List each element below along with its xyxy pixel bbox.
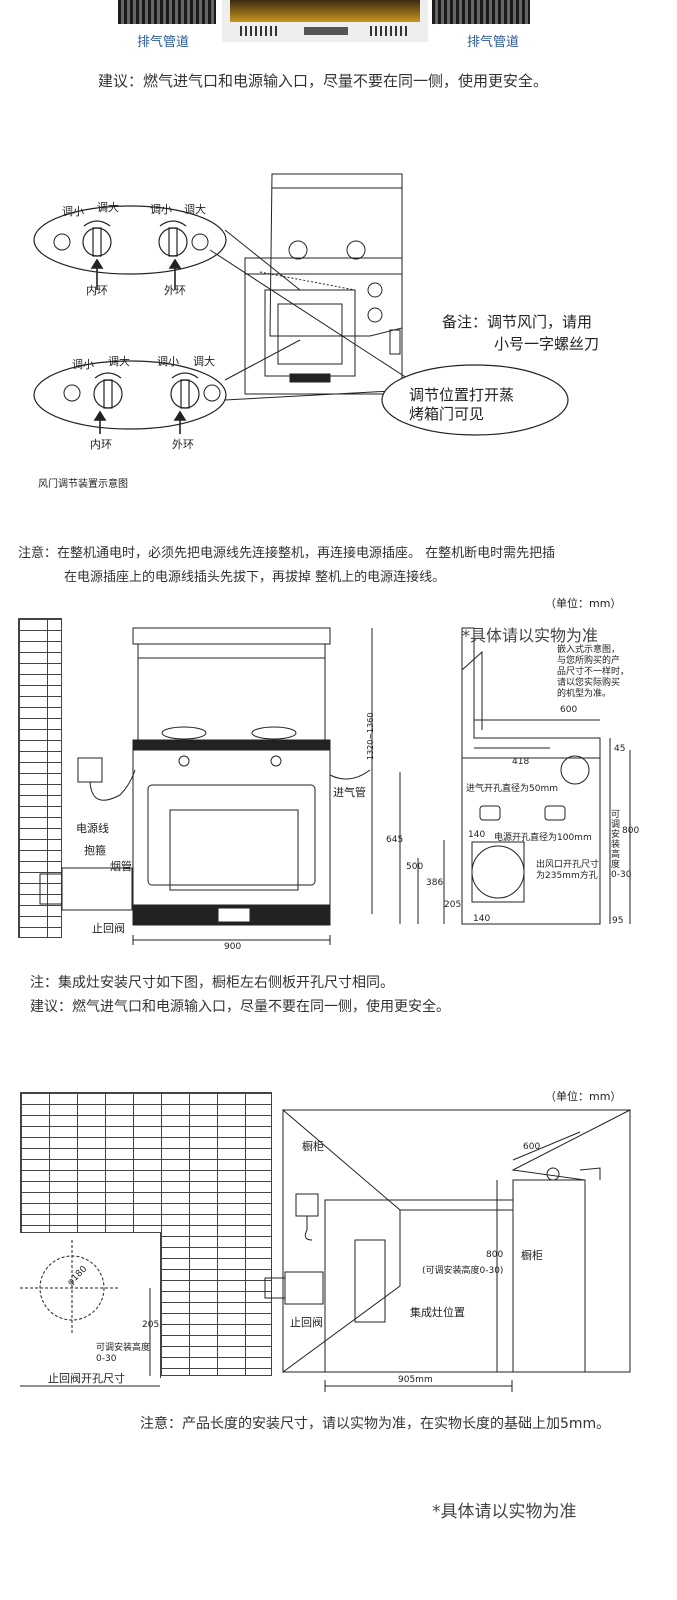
- top-banner: 排气管道 排气管道: [0, 0, 677, 50]
- damper-note: 备注：调节风门，请用: [442, 313, 593, 331]
- dim-600: 600: [560, 705, 578, 715]
- damper-label: 调大: [184, 203, 206, 216]
- clamp-label: 抱箍: [84, 844, 106, 857]
- install-note: 注：集成灶安装尺寸如下图，橱柜左右侧板开孔尺寸相同。: [30, 975, 394, 991]
- cabinet-right: 橱柜: [521, 1249, 543, 1262]
- damper-label: 调小: [150, 203, 172, 216]
- outlet-hole-label: 出风口开孔尺寸 为235mm方孔: [536, 860, 600, 881]
- dim-386: 386: [426, 878, 444, 888]
- left-duct-image: [118, 0, 216, 24]
- damper-caption: 风门调节装置示意图: [38, 479, 128, 490]
- warning-line-1: 注意：在整机通电时，必须先把电源线先连接整机，再连接电源插座。 在整机断电时需先…: [18, 546, 556, 561]
- flue-label: 烟管: [110, 860, 132, 873]
- damper-label: 调大: [97, 201, 119, 214]
- dim-140: 140: [468, 830, 486, 840]
- damper-label: 调大: [193, 355, 215, 368]
- dim-645: 645: [386, 835, 404, 845]
- adjustable-height: 可 调 安 装 高 度 0-30: [611, 810, 632, 880]
- inner-ring-label: 内环: [90, 438, 112, 451]
- dim-140: 140: [473, 914, 491, 924]
- dim-205: 205: [142, 1320, 160, 1330]
- dim-900: 900: [224, 942, 242, 952]
- dim-205: 205: [444, 900, 462, 910]
- install-advice: 建议：燃气进气口和电源输入口，尽量不要在同一侧，使用更安全。: [30, 999, 450, 1015]
- warning-line-2: 在电源插座上的电源线插头先拔下，再拔掉 整机上的电源连接线。: [64, 570, 446, 585]
- damper-label: 调小: [157, 355, 179, 368]
- dim-800: 800: [486, 1250, 504, 1260]
- dim-500: 500: [406, 862, 424, 872]
- dim-800: 800: [622, 826, 640, 836]
- inner-ring-label: 内环: [86, 284, 108, 297]
- length-note: 注意：产品长度的安装尺寸，请以实物为准，在实物长度的基础上加5mm。: [140, 1416, 611, 1432]
- damper-label: 调小: [62, 205, 84, 218]
- valve-hole-label: 止回阀开孔尺寸: [48, 1372, 125, 1385]
- install-diagram-2: [20, 1108, 631, 1392]
- duct-label-right: 排气管道: [467, 35, 520, 50]
- dim-95: 95: [612, 916, 624, 926]
- adjustable-height: 可调安装高度 0-30: [96, 1343, 151, 1364]
- damper-label: 调大: [108, 355, 130, 368]
- dim-418: 418: [512, 757, 530, 767]
- duct-label-left: 排气管道: [137, 35, 190, 50]
- bubble-text: 烤箱门可见: [409, 405, 485, 423]
- gas-hole-label: 进气开孔直径为50mm: [466, 784, 558, 794]
- outer-ring-label: 外环: [164, 284, 186, 297]
- damper-label: 调小: [72, 358, 94, 371]
- power-cord-label: 电源线: [76, 822, 109, 835]
- outer-ring-label: 外环: [172, 438, 194, 451]
- dim-905: 905mm: [398, 1375, 433, 1385]
- unit-label: （单位：mm）: [545, 1090, 622, 1103]
- disclaimer: 嵌入式示意图， 与您所购买的产 品尺寸不一样时， 请以您实际购买 的机型为准。: [557, 645, 630, 699]
- top-advice: 建议：燃气进气口和电源输入口，尽量不要在同一侧，使用更安全。: [98, 72, 549, 90]
- gas-pipe-label: 进气管: [333, 786, 366, 799]
- power-hole-label: 电源开孔直径为100mm: [494, 833, 592, 843]
- damper-note: 小号一字螺丝刀: [494, 335, 600, 353]
- bubble-text: 调节位置打开蒸: [409, 386, 515, 404]
- install-diagram-1: [39, 627, 631, 945]
- hood-image: [222, 0, 428, 42]
- dim-800-note: (可调安装高度0-30): [422, 1266, 504, 1276]
- damper-diagram: [33, 173, 569, 436]
- stove-position: 集成灶位置: [410, 1306, 465, 1319]
- dim-height-range: 1320~1360: [366, 712, 375, 760]
- footer-disclaimer: *具体请以实物为准: [432, 1502, 577, 1522]
- watermark: *具体请以实物为准: [462, 626, 599, 645]
- check-valve-label: 止回阀: [290, 1316, 323, 1329]
- wall-cutout: [20, 1232, 161, 1378]
- unit-label: （单位：mm）: [545, 597, 622, 610]
- cabinet-left: 橱柜: [302, 1140, 324, 1153]
- right-duct-image: [432, 0, 530, 24]
- dim-600: 600: [523, 1142, 541, 1152]
- dim-45: 45: [614, 744, 626, 754]
- check-valve-label: 止回阀: [92, 922, 125, 935]
